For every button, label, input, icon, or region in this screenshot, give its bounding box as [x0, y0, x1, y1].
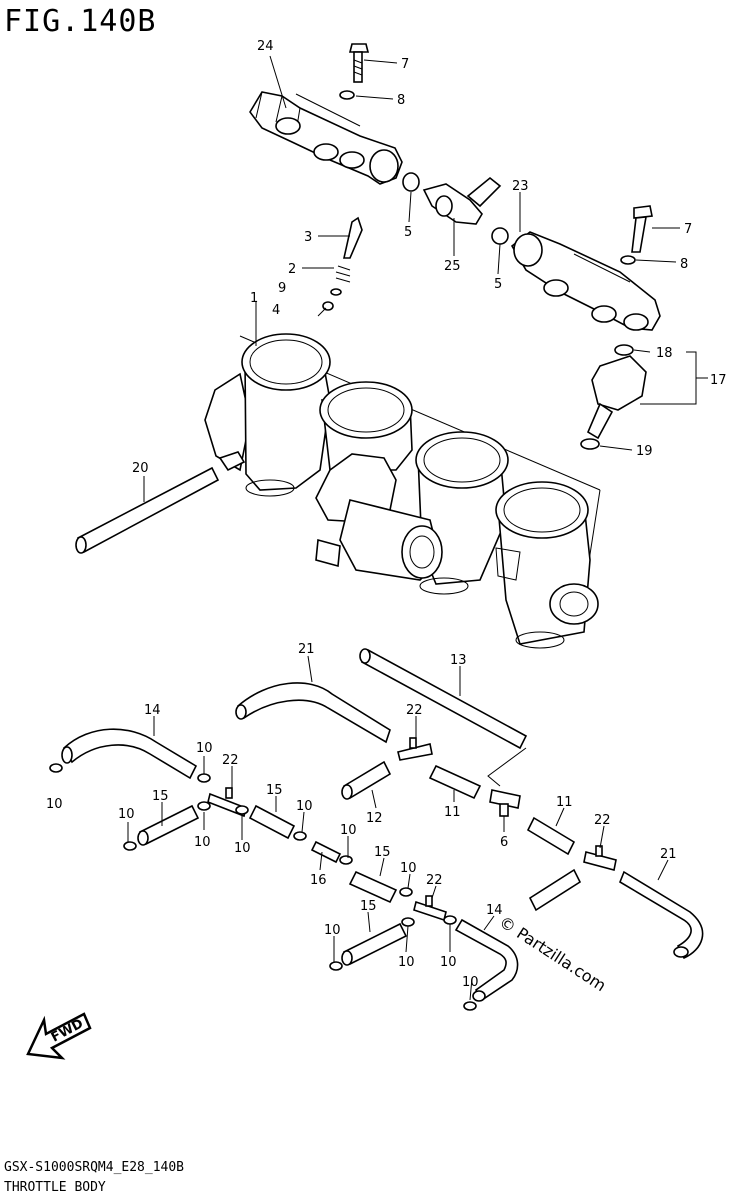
- hose-14-left: [61, 728, 198, 780]
- callout-15: 15: [152, 789, 169, 804]
- callout-labels: 24 7 8 23 7 8 5 25 5 3 2 9 1 4 18 17 19 …: [46, 39, 727, 990]
- bolt-lower: [620, 205, 653, 265]
- callout-5: 5: [494, 277, 502, 292]
- hose-15-d: [341, 922, 408, 966]
- fuel-rail-upper: [249, 91, 403, 185]
- callout-13: 13: [450, 653, 467, 668]
- hose-11-a: [428, 764, 482, 800]
- callout-25: 25: [444, 259, 461, 274]
- hose-12: [341, 760, 392, 800]
- callout-10: 10: [296, 799, 313, 814]
- callout-16: 16: [310, 873, 327, 888]
- callout-23: 23: [512, 179, 529, 194]
- leader-lines: [127, 55, 708, 1001]
- hose-clamps: [49, 763, 477, 1011]
- callout-10: 10: [194, 835, 211, 850]
- callout-14: 14: [486, 903, 503, 918]
- hose-14-right: [454, 918, 519, 1002]
- callout-24: 24: [257, 39, 274, 54]
- callout-15: 15: [360, 899, 377, 914]
- joint-16: [310, 840, 342, 864]
- callout-10: 10: [234, 841, 251, 856]
- hose-15-a: [137, 804, 200, 846]
- callout-10: 10: [118, 807, 135, 822]
- callout-10: 10: [400, 861, 417, 876]
- callout-10: 10: [324, 923, 341, 938]
- callout-9: 9: [278, 281, 286, 296]
- callout-8: 8: [397, 93, 405, 108]
- fuel-injector: [580, 344, 647, 450]
- t-joint-6: [489, 789, 521, 817]
- hose-13: [359, 648, 528, 787]
- callout-12: 12: [366, 811, 383, 826]
- hose-21-lower: [619, 870, 704, 960]
- hose-11-c: [528, 868, 582, 912]
- callout-10: 10: [440, 955, 457, 970]
- throttle-body: [204, 333, 601, 649]
- callout-11: 11: [556, 795, 573, 810]
- callout-10: 10: [340, 823, 357, 838]
- callout-22: 22: [426, 873, 443, 888]
- callout-10: 10: [196, 741, 213, 756]
- t-joint-22-d: [413, 895, 447, 922]
- fuel-joint: [422, 176, 502, 225]
- callout-15: 15: [266, 783, 283, 798]
- hose-15-c: [348, 870, 398, 904]
- callout-22: 22: [406, 703, 423, 718]
- callout-15: 15: [374, 845, 391, 860]
- t-joint-22-c: [583, 845, 617, 871]
- callout-8: 8: [680, 257, 688, 272]
- callout-6: 6: [500, 835, 508, 850]
- adjuster-screw: [322, 216, 363, 311]
- o-ring-left: [402, 172, 420, 192]
- o-ring-right: [491, 227, 509, 245]
- callout-5: 5: [404, 225, 412, 240]
- callout-21: 21: [298, 642, 315, 657]
- callout-3: 3: [304, 230, 312, 245]
- callout-11: 11: [444, 805, 461, 820]
- hose-11-b: [526, 816, 576, 856]
- footer-model-code: GSX-S1000SRQM4_E28_140B: [4, 1160, 185, 1175]
- callout-18: 18: [656, 346, 673, 361]
- hose-21-upper: [235, 682, 391, 744]
- t-joint-22-a: [397, 737, 433, 761]
- fwd-arrow-icon: FWD: [26, 1012, 92, 1060]
- callout-20: 20: [132, 461, 149, 476]
- bolt-upper: [339, 43, 370, 100]
- callout-10: 10: [462, 975, 479, 990]
- footer-section-name: THROTTLE BODY: [4, 1180, 106, 1195]
- callout-19: 19: [636, 444, 653, 459]
- callout-22: 22: [594, 813, 611, 828]
- callout-14: 14: [144, 703, 161, 718]
- fuel-rail-lower: [510, 231, 661, 331]
- callout-10: 10: [46, 797, 63, 812]
- callout-10: 10: [398, 955, 415, 970]
- figure-title: FIG.140B: [4, 4, 157, 39]
- callout-21: 21: [660, 847, 677, 862]
- callout-4: 4: [272, 303, 280, 318]
- hose-20: [75, 466, 220, 554]
- callout-17: 17: [710, 373, 727, 388]
- hose-15-b: [248, 804, 296, 840]
- callout-22: 22: [222, 753, 239, 768]
- callout-7: 7: [401, 57, 409, 72]
- callout-2: 2: [288, 262, 296, 277]
- callout-1: 1: [250, 291, 258, 306]
- callout-7: 7: [684, 222, 692, 237]
